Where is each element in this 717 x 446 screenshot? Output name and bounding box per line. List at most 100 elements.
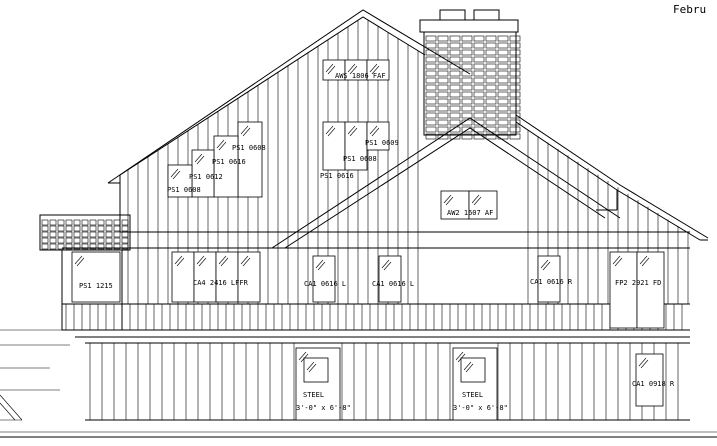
shingle (65, 225, 73, 232)
chimney-stone (425, 126, 437, 133)
shingle (81, 237, 89, 244)
drawing-line (612, 255, 621, 265)
shingle (81, 225, 89, 232)
shingle (121, 243, 129, 250)
chimney (419, 9, 521, 140)
drawing-line (300, 353, 309, 363)
window-ps1-1215: PS1 1215 (71, 251, 121, 303)
drawing-line (540, 259, 549, 269)
shingle (65, 231, 73, 238)
shingle (89, 231, 97, 238)
label-ca1-0616-l-a: CA1 0616 L (304, 280, 346, 288)
shingle (49, 219, 57, 226)
chimney-stone (425, 63, 437, 70)
drawing-line (349, 65, 358, 75)
chimney-stone (485, 91, 497, 98)
drawing-line (174, 255, 183, 265)
chimney-stone (425, 105, 437, 112)
drawing-line (614, 257, 623, 267)
drawing-line (216, 139, 225, 149)
chimney-stone (461, 91, 473, 98)
window-fp2-2921: FP2 2921 FD (609, 251, 665, 329)
chimney-stone (473, 70, 485, 77)
chimney-stone (461, 84, 473, 91)
label-steel-2: STEEL (462, 391, 483, 399)
chimney-stone (485, 105, 497, 112)
shingle (49, 225, 57, 232)
chimney-stone (437, 91, 449, 98)
chimney-stone (509, 35, 521, 42)
chimney-stone (449, 42, 461, 49)
shingle (121, 237, 129, 244)
chimney-stone (449, 77, 461, 84)
drawing-line (198, 257, 207, 267)
chimney-stone (473, 42, 485, 49)
label-ca1-0616-r: CA1 0616 R (530, 278, 573, 286)
window-group-left-stair: PS1 0608 PS1 0616 PS1 0612 PS1 0608 (167, 121, 266, 198)
shingle (105, 231, 113, 238)
chimney-stone (449, 133, 461, 140)
chimney-stone (497, 70, 509, 77)
label-aws-1806-faf: AWS 1806 FAF (335, 72, 386, 80)
chimney-stone (461, 35, 473, 42)
drawing-line (176, 257, 185, 267)
chimney-stone (485, 56, 497, 63)
chimney-stone (485, 112, 497, 119)
shingle (57, 225, 65, 232)
chimney-stone (437, 70, 449, 77)
chimney-stone (449, 63, 461, 70)
shingle (41, 237, 49, 244)
shingle (97, 225, 105, 232)
main-gable (107, 9, 471, 232)
chimney-stone (509, 112, 521, 119)
chimney-stone (497, 112, 509, 119)
shingle (121, 219, 129, 226)
chimney-stone (473, 56, 485, 63)
chimney-stone (509, 98, 521, 105)
window-ca1-0616-r: CA1 0616 R (530, 255, 573, 303)
chimney-stone (497, 126, 509, 133)
drawing-line (371, 65, 380, 75)
shingle (121, 231, 129, 238)
shingle (57, 231, 65, 238)
shingle (65, 219, 73, 226)
door-steel-2: STEEL 3'-0" x 6'-8" (452, 347, 508, 421)
chimney-stone (509, 105, 521, 112)
chimney-stone (509, 119, 521, 126)
chimney-stone (461, 77, 473, 84)
shingle (89, 243, 97, 250)
window-glazing-marks (74, 63, 650, 373)
upper-rail (65, 304, 683, 330)
window-ca1-0918-r: CA1 0918 R (632, 353, 675, 407)
drawing-line (638, 357, 647, 367)
chimney-stone (437, 112, 449, 119)
chimney-stone (509, 84, 521, 91)
shingle (41, 225, 49, 232)
chimney-stone (473, 77, 485, 84)
chimney-stone (461, 63, 473, 70)
corner-text: Febru (673, 3, 706, 16)
chimney-stone (425, 133, 437, 140)
chimney-stone (485, 98, 497, 105)
shingle (97, 231, 105, 238)
chimney-stone (497, 42, 509, 49)
chimney-stone (437, 84, 449, 91)
chimney-stone (473, 98, 485, 105)
shingle (41, 243, 49, 250)
drawing-line (170, 168, 179, 178)
drawing-line (639, 255, 648, 265)
drawing-line (325, 125, 334, 135)
shingle (113, 243, 121, 250)
chimney-stone (437, 77, 449, 84)
chimney-stone (473, 35, 485, 42)
chimney-stone (509, 91, 521, 98)
chimney-stone (425, 91, 437, 98)
shingle (65, 243, 73, 250)
drawing-line (641, 257, 650, 267)
shingle (89, 219, 97, 226)
chimney-stone (497, 35, 509, 42)
drawing-line (172, 170, 181, 180)
chimney-stone (449, 98, 461, 105)
chimney-stone (461, 105, 473, 112)
shingle (73, 225, 81, 232)
